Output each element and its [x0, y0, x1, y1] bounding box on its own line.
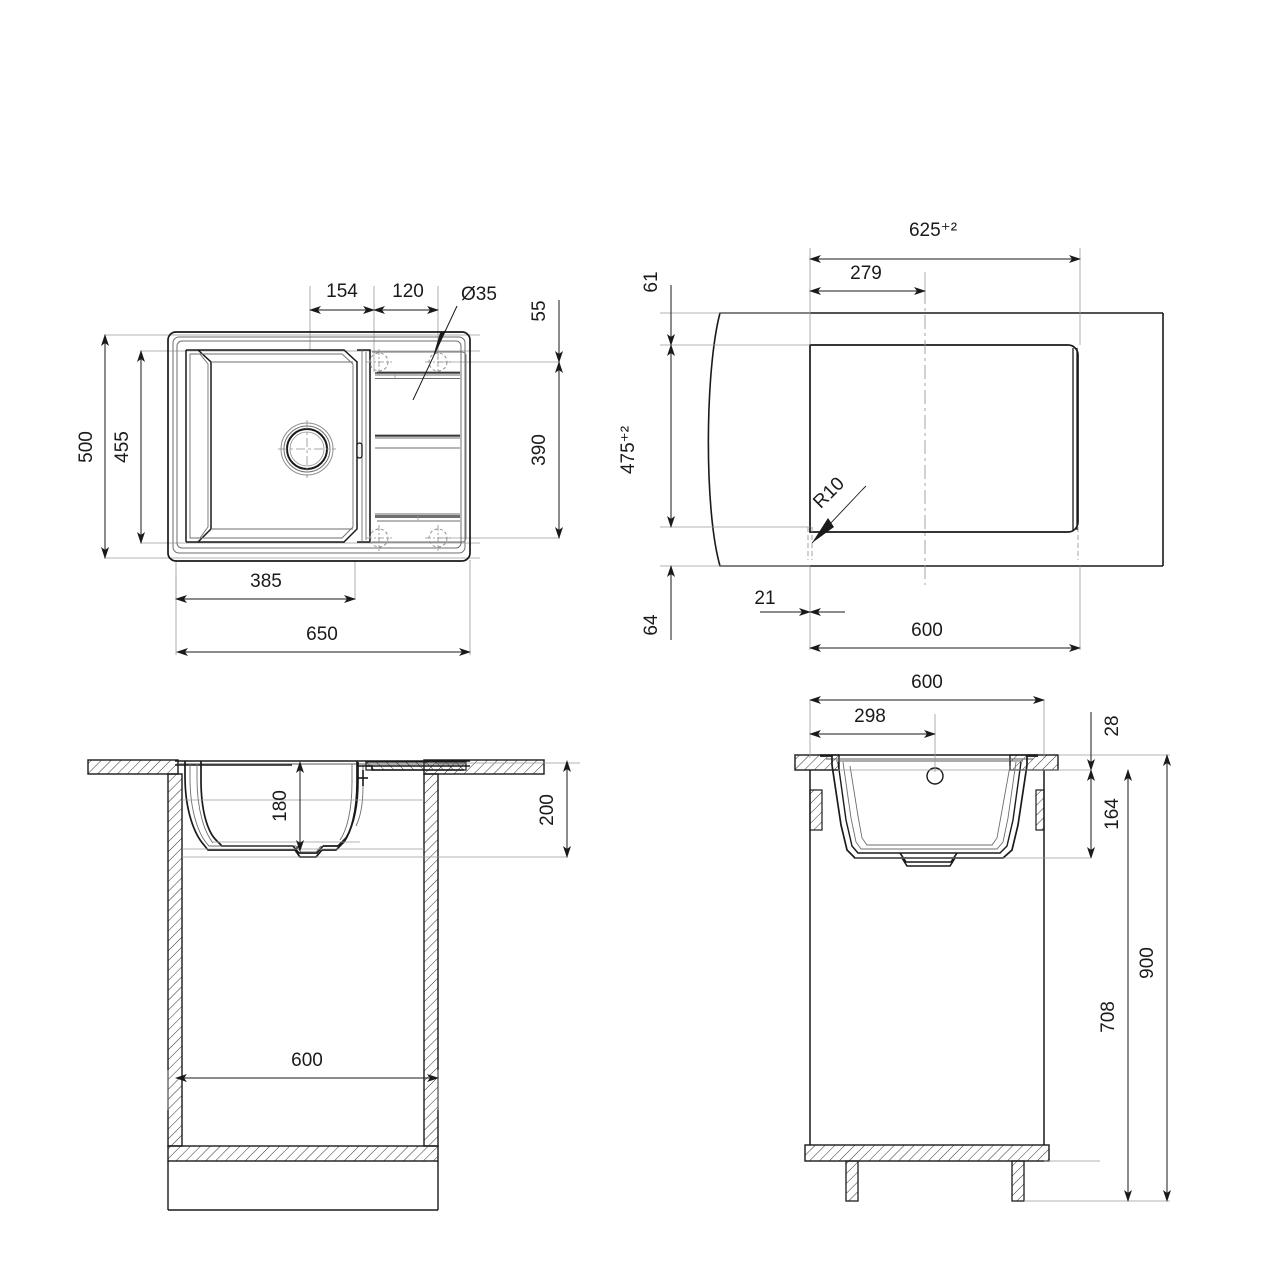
dim-500: 500 [76, 431, 97, 463]
drain-hole [278, 420, 336, 478]
dim-600-front: 600 [291, 1050, 323, 1071]
dim-600-side: 600 [911, 672, 943, 693]
front-section-view: 180 200 600 [87, 759, 580, 1211]
side-section-view: 600 298 28 164 708 900 [794, 672, 1171, 1202]
dim-61: 61 [641, 271, 662, 292]
dim-385: 385 [250, 571, 282, 592]
dim-r10: R10 [809, 473, 848, 512]
dim-120: 120 [392, 281, 424, 302]
dim-455: 455 [112, 431, 133, 463]
dim-900: 900 [1137, 947, 1158, 979]
dim-180: 180 [270, 790, 291, 822]
dim-625: 625⁺² [909, 220, 957, 241]
dim-298: 298 [854, 706, 886, 727]
top-view: 154 120 Ø35 55 390 500 455 3 [76, 281, 563, 656]
dim-200: 200 [537, 794, 558, 826]
dim-475: 475⁺² [618, 426, 639, 474]
dim-708: 708 [1098, 1001, 1119, 1033]
dim-55: 55 [529, 300, 550, 321]
dim-600-cutout: 600 [911, 620, 943, 641]
cutout-view: 625⁺² 279 61 475⁺² 64 R10 [618, 220, 1164, 652]
dim-21: 21 [754, 588, 775, 609]
dim-d35: Ø35 [461, 284, 497, 305]
dim-28: 28 [1102, 715, 1123, 736]
dim-164: 164 [1102, 798, 1123, 830]
dim-279: 279 [850, 263, 882, 284]
dim-390: 390 [529, 434, 550, 466]
dim-154: 154 [326, 281, 358, 302]
dim-650: 650 [306, 624, 338, 645]
dim-64: 64 [641, 614, 662, 636]
